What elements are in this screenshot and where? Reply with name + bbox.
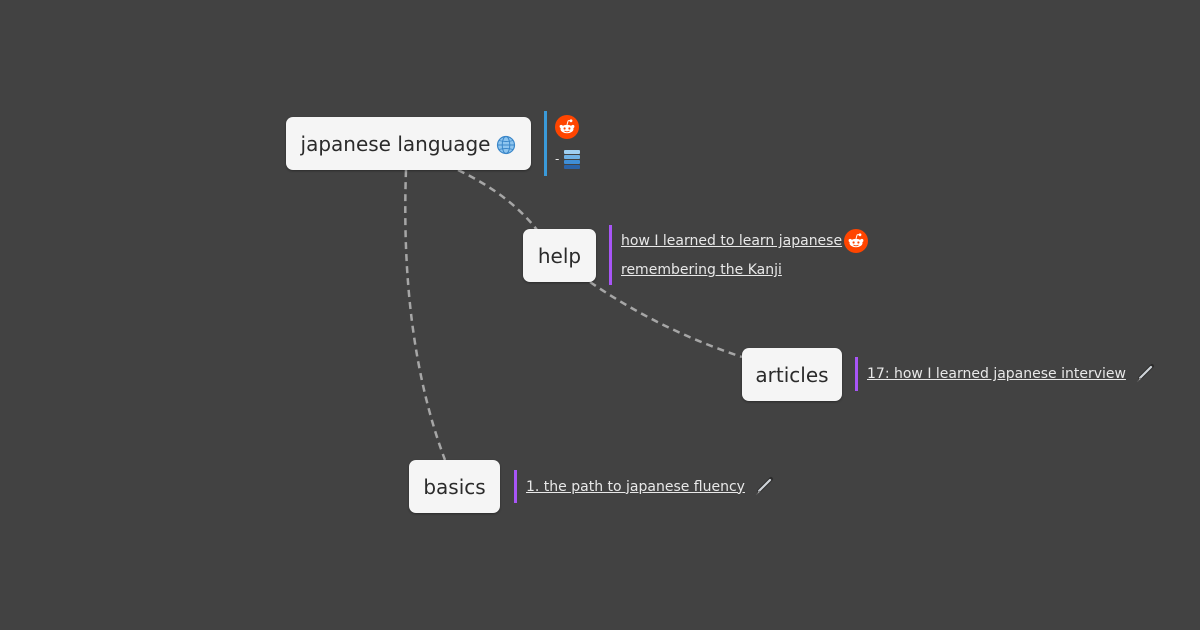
- root-attachment-reddit[interactable]: [555, 111, 584, 143]
- link-17-how-i-learned-japanese-interview[interactable]: 17: how I learned japanese interview: [867, 366, 1126, 382]
- node-japanese-language[interactable]: japanese language: [286, 117, 531, 170]
- link-item: 1. the path to japanese fluency: [526, 470, 775, 503]
- link-item: how I learned to learn japanese: [621, 225, 869, 257]
- help-links: how I learned to learn japanese remember…: [609, 225, 869, 285]
- articles-links: 17: how I learned japanese interview: [855, 357, 1156, 391]
- basics-links: 1. the path to japanese fluency: [514, 470, 775, 503]
- link-1-the-path-to-japanese-fluency[interactable]: 1. the path to japanese fluency: [526, 478, 745, 495]
- reddit-icon: [555, 115, 579, 139]
- reddit-icon: [844, 229, 869, 253]
- stacked-layers-icon: [564, 150, 581, 169]
- link-remembering-the-kanji[interactable]: remembering the Kanji: [621, 262, 782, 278]
- node-articles-label: articles: [755, 362, 829, 387]
- node-japanese-language-label: japanese language: [300, 131, 491, 156]
- link-how-i-learned-to-learn-japanese[interactable]: how I learned to learn japanese: [621, 233, 843, 249]
- link-item: remembering the Kanji: [621, 257, 868, 283]
- node-help-label: help: [537, 243, 582, 268]
- link-item: 17: how I learned japanese interview: [867, 357, 1156, 391]
- root-attachment-stack[interactable]: -: [555, 143, 584, 175]
- pen-icon: [755, 476, 773, 495]
- node-help[interactable]: help: [523, 229, 596, 282]
- edge-root-basics: [404, 169, 447, 461]
- pen-icon: [1136, 364, 1154, 383]
- root-attachments: -: [544, 111, 584, 176]
- edge-help-articles: [589, 280, 743, 359]
- globe-icon: [496, 132, 516, 156]
- node-basics[interactable]: basics: [409, 460, 500, 513]
- edge-root-help: [457, 168, 538, 231]
- node-basics-label: basics: [423, 474, 486, 499]
- node-articles[interactable]: articles: [742, 348, 842, 401]
- root-attachment-stack-prefix: -: [555, 152, 560, 166]
